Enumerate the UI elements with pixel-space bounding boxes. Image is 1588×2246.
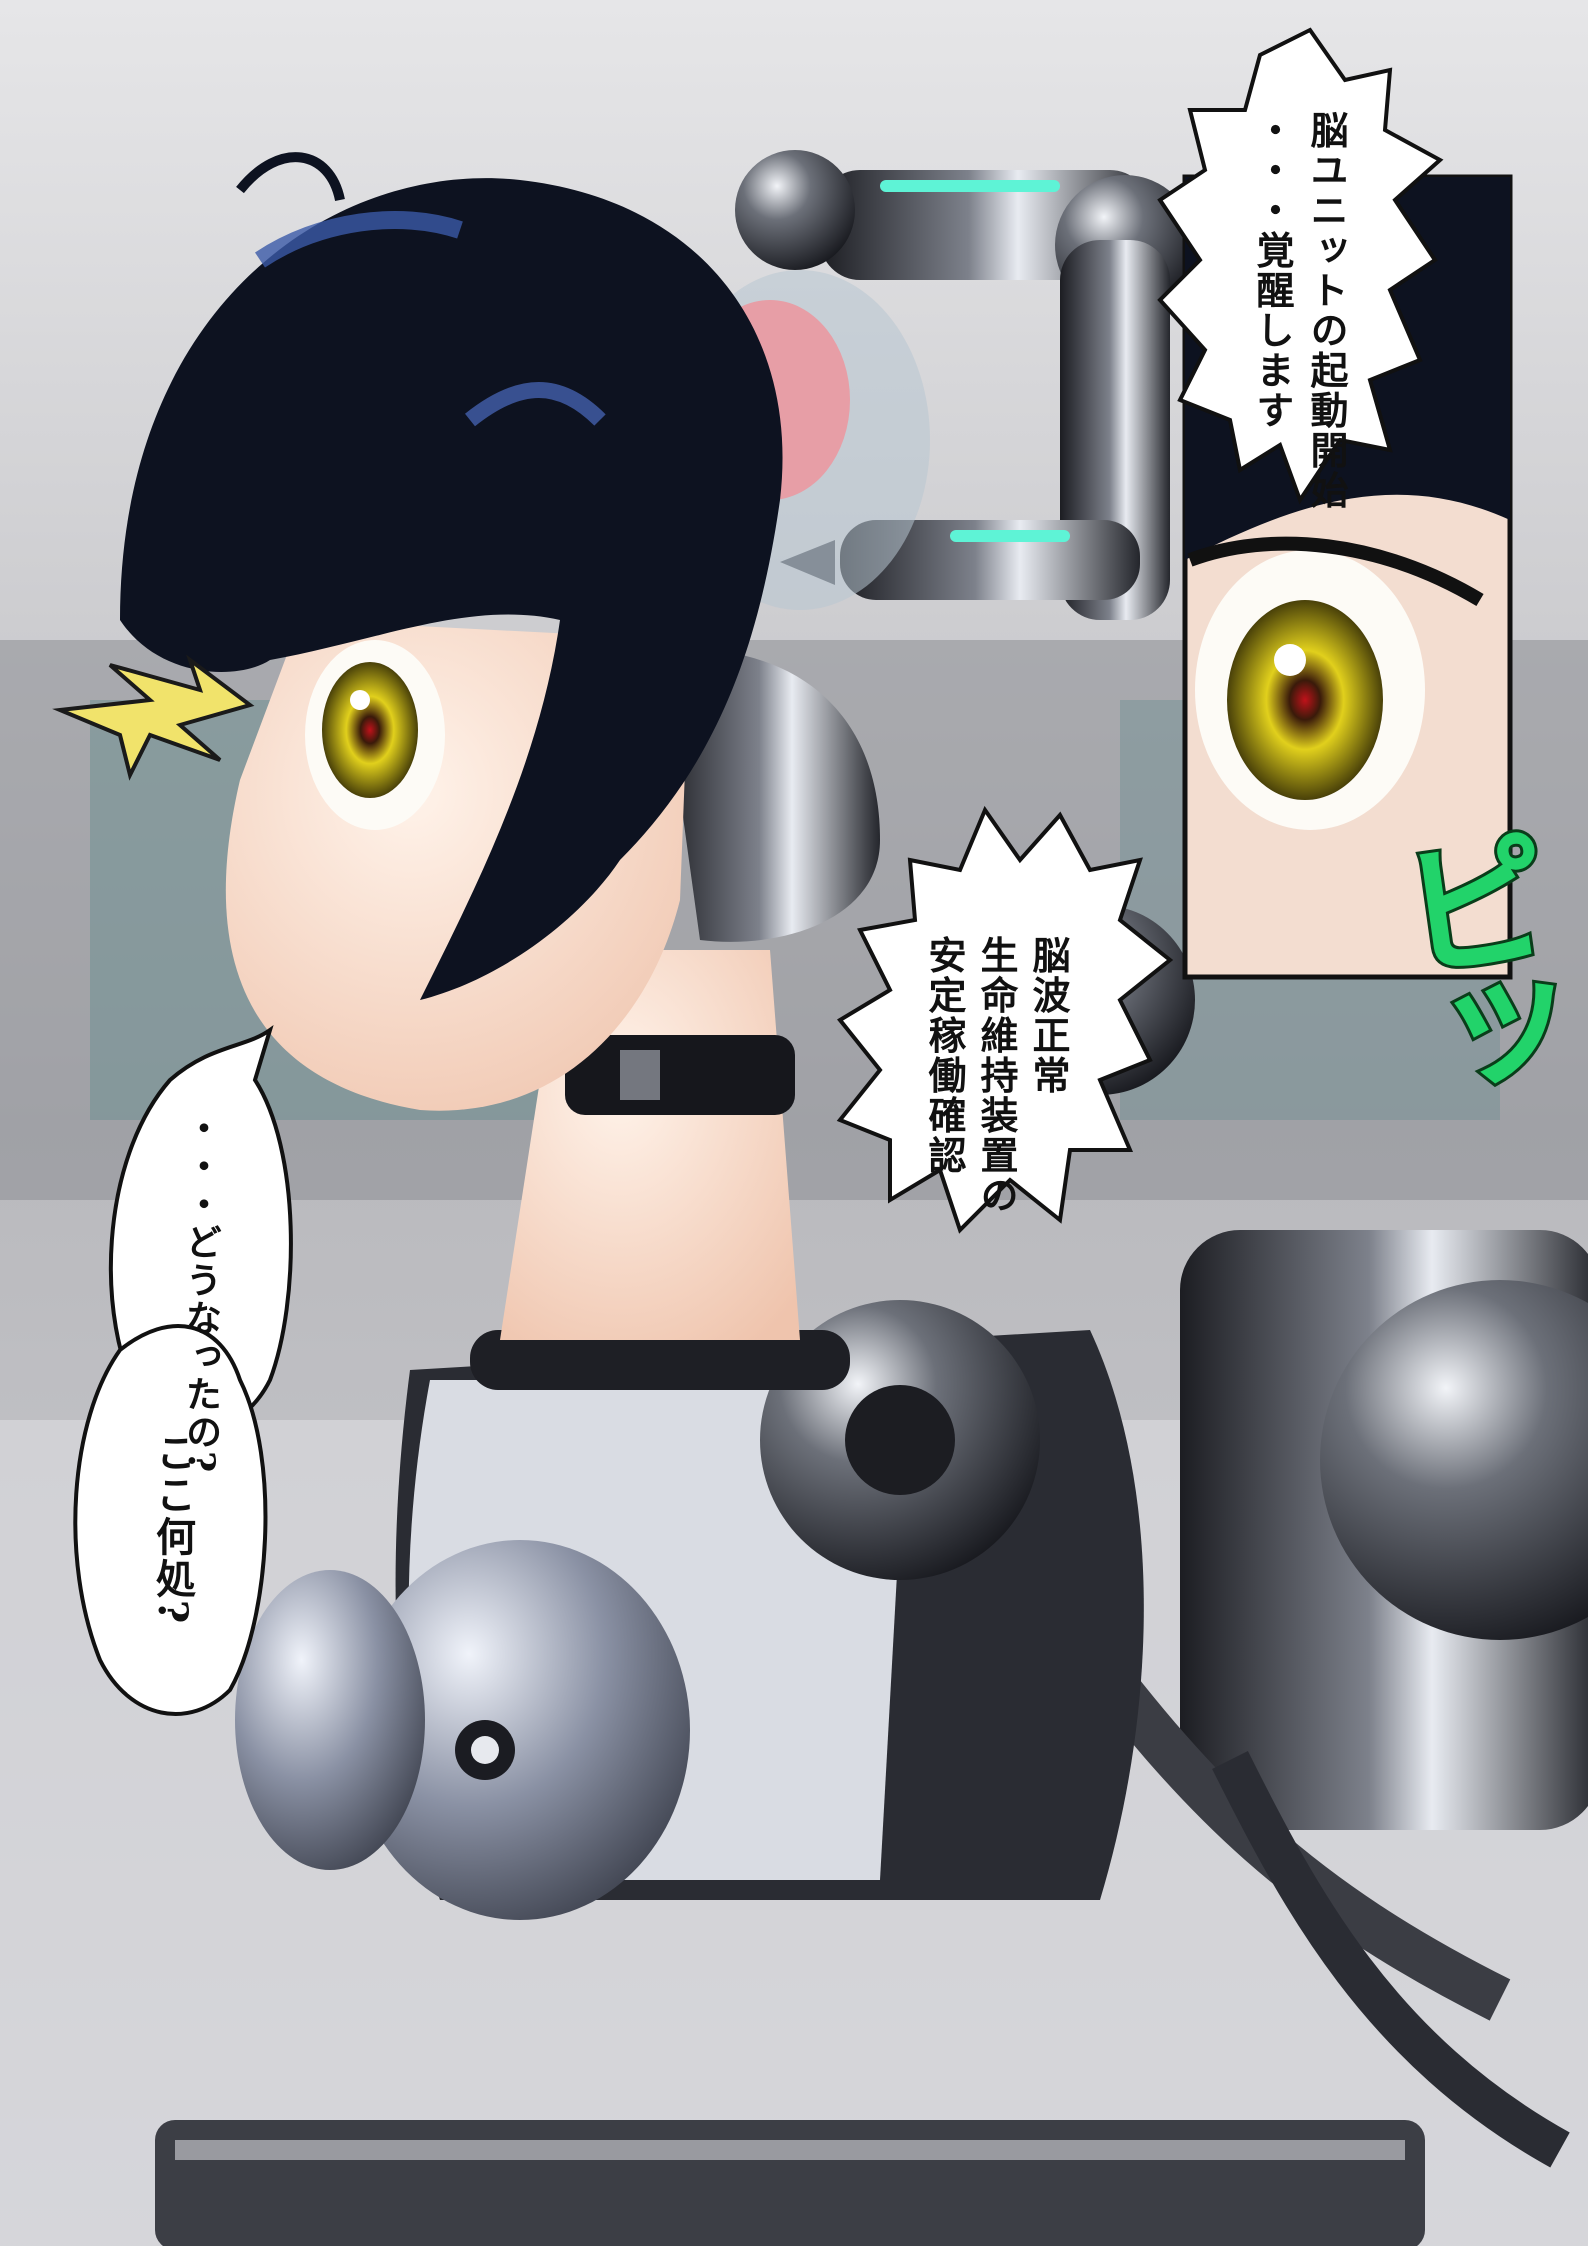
mechanical-arm xyxy=(735,150,1195,620)
bubble-middle-line1: 脳波正常 xyxy=(1026,935,1071,1096)
bubble-left-lower-line1: ここ何処? xyxy=(149,1431,196,1626)
bubble-middle-line2: 生命維持装置の xyxy=(974,935,1019,1216)
bubble-top-right-shape xyxy=(1157,27,1444,505)
bubble-middle-text: 脳波正常 生命維持装置の 安定稼働確認 xyxy=(918,905,1126,1215)
bottom-console xyxy=(155,2120,1425,2246)
android-body xyxy=(235,1300,1144,1920)
bubble-middle-line3: 安定稼働確認 xyxy=(922,935,967,1176)
choker xyxy=(565,1035,795,1115)
hose-right-2 xyxy=(1212,1751,1570,2168)
bubble-top-right-text: 脳ユニットの起動開始 ・・・覚醒します xyxy=(1245,80,1407,510)
bubble-top-right-line1: 脳ユニットの起動開始 xyxy=(1304,110,1349,511)
hair xyxy=(120,178,783,1000)
bubble-left-upper-line1: ・・・どうなったの? xyxy=(180,1109,222,1475)
sfx-pip: ピッ xyxy=(1361,816,1575,1104)
bubble-left-upper-text: ・・・どうなったの? xyxy=(176,1080,276,1474)
bubble-left-lower-shape xyxy=(73,1324,268,1716)
bubble-middle-shape xyxy=(836,805,1174,1234)
surprise-mark xyxy=(52,654,255,781)
bubble-top-right-line2: ・・・覚醒します xyxy=(1250,110,1295,431)
machine-drum xyxy=(1320,1280,1588,1640)
eye xyxy=(322,662,418,798)
chest-pod-left xyxy=(235,1570,425,1870)
chest-pod-main xyxy=(350,1540,690,1920)
bubble-left-lower-text: ここ何処? xyxy=(146,1400,250,1690)
